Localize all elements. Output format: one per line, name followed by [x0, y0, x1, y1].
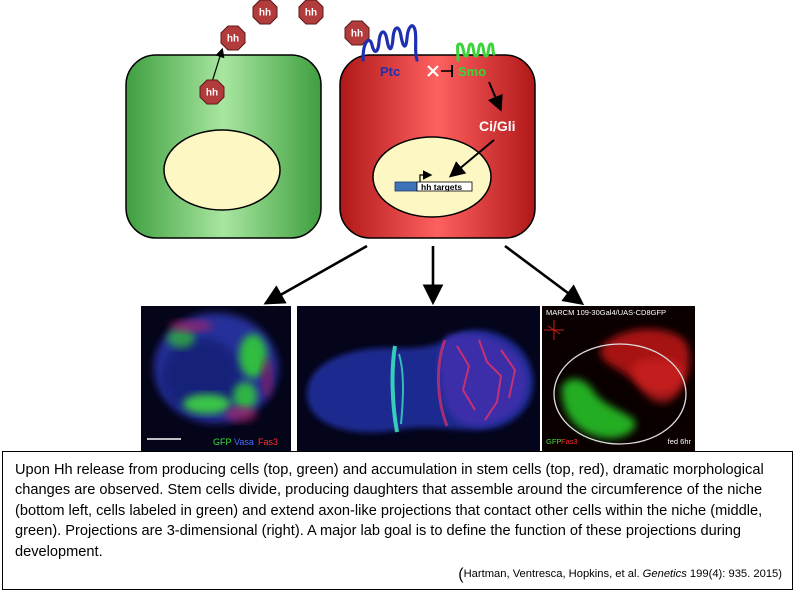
transcription-start-arrow [419, 170, 433, 182]
smo-label: Smo [458, 64, 486, 79]
stain-label-fas3: Fas3 [258, 437, 279, 447]
micrograph-projections [296, 305, 541, 452]
target-promoter-box [394, 181, 418, 192]
caption-text: Upon Hh release from producing cells (to… [15, 462, 764, 560]
timepoint-label: fed 6hr [667, 437, 691, 446]
citation-authors: Hartman, Ventresca, Hopkins, et al. [463, 568, 643, 580]
hh-ligand-bound: hh [344, 20, 370, 46]
hh-label: hh [206, 88, 218, 99]
hedgehog-signaling-diagram: hh hh hh hh hh Ptc Smo Ci/Gli hh targets [125, 0, 585, 305]
smo-to-ci-arrow [487, 81, 503, 112]
micrograph-title: MARCM 109-30Gal4/UAS-CD8GFP [546, 308, 667, 317]
hh-ligand-1: hh [199, 79, 225, 105]
stain-label-gfp: GFP [213, 437, 232, 447]
niche-outline [553, 343, 687, 445]
micrograph-3d-projections: MARCM 109-30Gal4/UAS-CD8GFP GFP Fas3 fed… [541, 305, 696, 452]
citation-open-paren: ( [458, 566, 464, 583]
outcome-arrow-right [504, 244, 585, 305]
caption-box: Upon Hh release from producing cells (to… [2, 451, 793, 590]
ptc-receptor [361, 24, 419, 62]
smo-receptor [456, 42, 496, 62]
stem-cell-nucleus [372, 136, 492, 218]
citation-journal: Genetics [642, 568, 687, 580]
hh-secretion-arrow [211, 47, 225, 83]
hh-ligand-4: hh [298, 0, 324, 25]
ci-to-targets-arrow [448, 139, 495, 178]
hh-label: hh [259, 8, 271, 19]
hh-label: hh [351, 29, 363, 40]
hh-ligand-3: hh [252, 0, 278, 25]
citation: (Hartman, Ventresca, Hopkins, et al. Gen… [458, 566, 782, 584]
stain-label-fas3: Fas3 [561, 437, 578, 446]
ptc-label: Ptc [380, 64, 400, 79]
hh-ligand-2: hh [220, 25, 246, 51]
target-gene-box [416, 181, 473, 192]
stain-label-gfp: GFP [546, 437, 562, 446]
outcome-arrow-left [263, 244, 368, 305]
citation-ref: 199(4): 935. 2015) [686, 568, 782, 580]
micrograph-niche-daughters: GFP Vasa Fas3 [140, 305, 292, 452]
hh-label: hh [227, 34, 239, 45]
hh-targets-label: hh targets [421, 182, 462, 192]
inhibition-symbol [427, 65, 453, 77]
producing-cell-nucleus [163, 129, 281, 211]
stain-label-vasa: Vasa [234, 437, 254, 447]
ci-gli-label: Ci/Gli [479, 118, 516, 134]
hh-label: hh [305, 8, 317, 19]
